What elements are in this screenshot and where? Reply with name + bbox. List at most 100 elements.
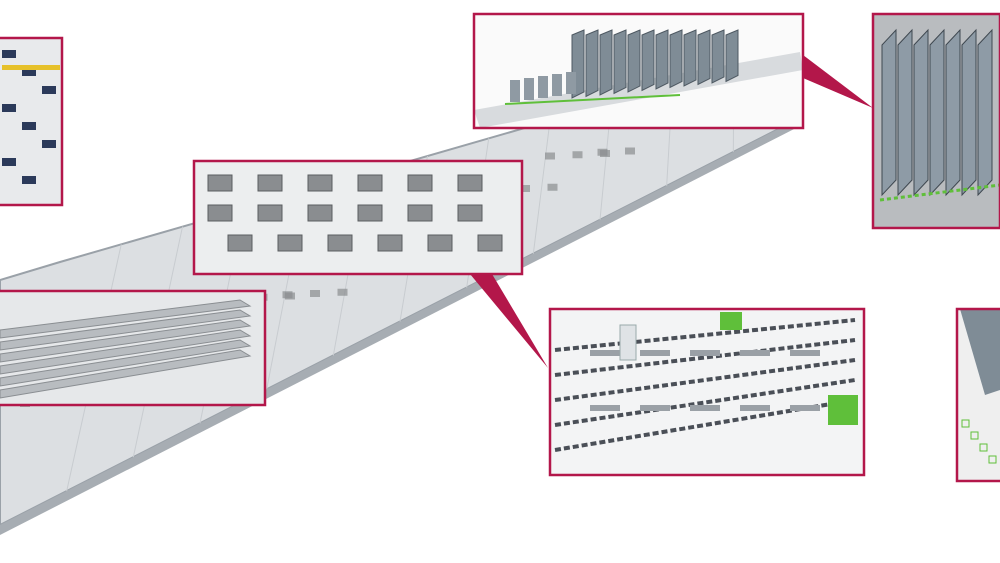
- machine-block: [545, 152, 555, 160]
- machine-block: [547, 183, 558, 191]
- floor-side-edge: [0, 118, 800, 535]
- callout-fenced-production-cells: [548, 307, 866, 477]
- machine: [427, 234, 453, 252]
- floor-grid-line: [532, 120, 551, 254]
- machine: [307, 204, 333, 222]
- workstation: [640, 350, 670, 356]
- small-rack: [566, 72, 576, 94]
- workstation: [590, 350, 620, 356]
- machine-block: [282, 291, 293, 299]
- rack-panel: [881, 28, 897, 197]
- workstation: [740, 350, 770, 356]
- workstation: [640, 405, 670, 411]
- callout-machining-area: [192, 159, 524, 276]
- machine: [457, 204, 483, 222]
- yellow-stripe: [2, 65, 60, 70]
- green-marker: [970, 431, 979, 440]
- green-equipment: [720, 312, 742, 330]
- office-desk: [2, 104, 16, 112]
- callout-connector: [803, 55, 873, 108]
- assembly-line: [0, 349, 252, 399]
- assembly-line: [0, 319, 252, 363]
- machine: [327, 234, 353, 252]
- machine: [357, 204, 383, 222]
- rack-panel: [961, 28, 977, 197]
- machine: [257, 174, 283, 192]
- fence: [554, 378, 856, 427]
- machine-block: [597, 148, 608, 156]
- assembly-line: [0, 329, 252, 375]
- storage-rack: [725, 29, 739, 83]
- storage-rack: [711, 29, 725, 84]
- office-desk: [22, 122, 36, 130]
- machine: [407, 204, 433, 222]
- rack-panel: [929, 28, 945, 197]
- rack-panel: [913, 28, 929, 197]
- machine: [357, 174, 383, 192]
- callout-rack-corner-detail: [955, 307, 1000, 483]
- assembly-line: [0, 299, 252, 339]
- storage-rack: [585, 29, 599, 98]
- callout-assembly-lines: [0, 289, 267, 407]
- workstation: [590, 405, 620, 411]
- green-marker: [988, 455, 997, 464]
- machine: [477, 234, 503, 252]
- office-desk: [2, 158, 16, 166]
- machine-block: [310, 290, 320, 297]
- storage-rack: [683, 29, 697, 87]
- small-rack: [538, 76, 548, 98]
- machine: [377, 234, 403, 252]
- machine: [307, 174, 333, 192]
- small-rack: [552, 74, 562, 96]
- green-equipment: [828, 395, 858, 425]
- machine-block: [625, 147, 635, 155]
- callout-office-area: [0, 36, 64, 207]
- machine-block: [520, 185, 530, 192]
- storage-rack: [627, 29, 641, 93]
- office-desk: [42, 140, 56, 148]
- machine: [277, 234, 303, 252]
- machine: [457, 174, 483, 192]
- machine: [407, 174, 433, 192]
- machine: [227, 234, 253, 252]
- storage-rack: [599, 29, 613, 96]
- office-desk: [22, 176, 36, 184]
- callout-storage-racks: [472, 12, 805, 130]
- small-rack: [510, 80, 520, 102]
- storage-rack: [613, 29, 627, 95]
- callout-connector: [470, 274, 548, 368]
- storage-rack: [669, 29, 683, 89]
- workstation: [790, 350, 820, 356]
- machine: [207, 174, 233, 192]
- office-desk: [2, 50, 16, 58]
- office-desk: [42, 86, 56, 94]
- workstation: [690, 350, 720, 356]
- machine: [207, 204, 233, 222]
- fence: [554, 338, 856, 377]
- rack-panel: [977, 28, 993, 197]
- rack-panel: [897, 28, 913, 197]
- green-marker: [979, 443, 988, 452]
- rack-panel: [945, 28, 961, 197]
- storage-rack: [655, 29, 669, 90]
- machine-block: [337, 288, 348, 296]
- green-marker: [961, 419, 970, 428]
- storage-cabinet: [619, 324, 637, 361]
- green-marker: [504, 94, 681, 105]
- workstation: [790, 405, 820, 411]
- workstation: [740, 405, 770, 411]
- storage-rack: [641, 29, 655, 92]
- callout-storage-racks-detail: [871, 12, 1000, 230]
- fence: [554, 358, 856, 402]
- fence: [554, 318, 856, 352]
- assembly-line: [0, 309, 252, 351]
- workstation: [690, 405, 720, 411]
- office-desk: [22, 68, 36, 76]
- storage-rack: [697, 29, 711, 86]
- small-rack: [524, 78, 534, 100]
- machine: [257, 204, 283, 222]
- assembly-line: [0, 339, 252, 387]
- machine-block: [572, 151, 583, 159]
- green-marker: [879, 183, 1000, 202]
